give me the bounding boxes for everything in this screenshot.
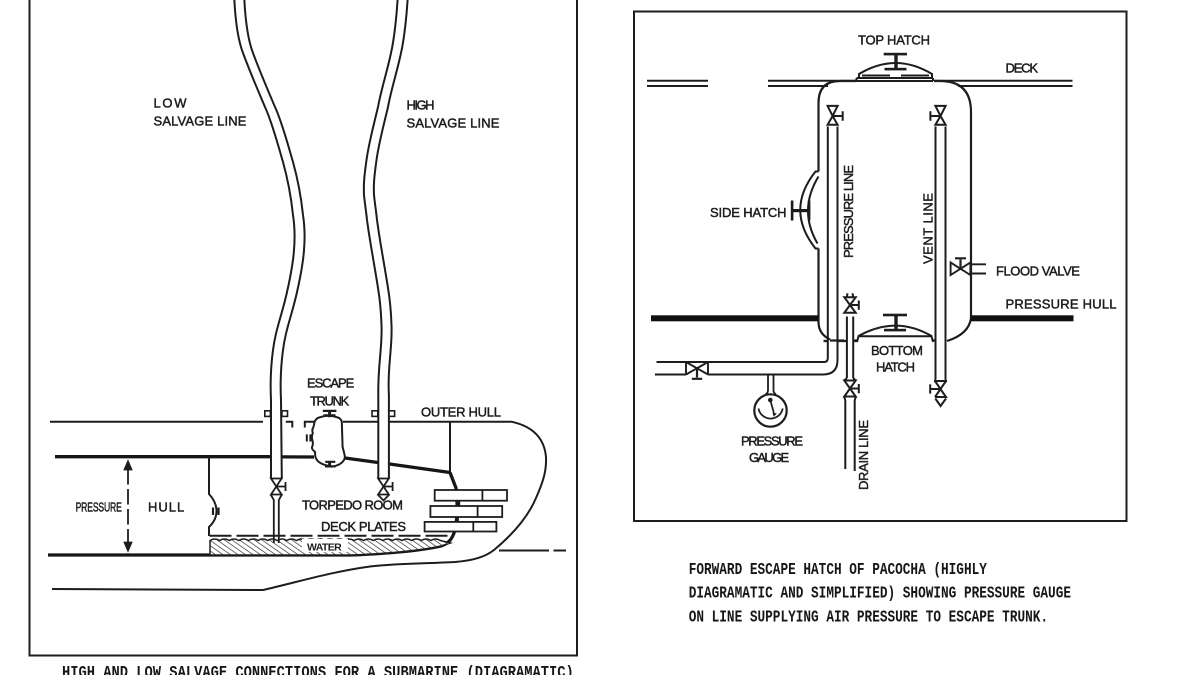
svg-text:PRESSURE: PRESSURE [76, 501, 122, 515]
svg-text:DRAIN LINE: DRAIN LINE [856, 420, 871, 490]
svg-text:BOTTOM: BOTTOM [871, 343, 922, 358]
svg-text:PRESSURE: PRESSURE [741, 434, 803, 449]
svg-text:VENT LINE: VENT LINE [921, 193, 936, 264]
svg-text:ESCAPE: ESCAPE [307, 376, 355, 391]
svg-text:TORPEDO ROOM: TORPEDO ROOM [302, 498, 402, 513]
svg-text:DECK PLATES: DECK PLATES [321, 519, 406, 534]
svg-text:PRESSURE LINE: PRESSURE LINE [841, 165, 856, 258]
svg-text:FORWARD ESCAPE HATCH OF PACOCH: FORWARD ESCAPE HATCH OF PACOCHA (HIGHLY [689, 559, 987, 579]
svg-text:HATCH: HATCH [876, 360, 915, 375]
svg-text:GAUGE: GAUGE [749, 450, 789, 465]
svg-text:DECK: DECK [1006, 61, 1039, 76]
svg-text:TOP HATCH: TOP HATCH [858, 33, 930, 48]
svg-text:LOW: LOW [154, 96, 189, 111]
svg-text:SIDE HATCH: SIDE HATCH [710, 205, 786, 220]
svg-text:FLOOD VALVE: FLOOD VALVE [996, 264, 1080, 279]
svg-text:HIGH AND LOW SALVAGE CONNECTIO: HIGH AND LOW SALVAGE CONNECTIONS FOR A S… [62, 663, 574, 675]
svg-text:OUTER HULL: OUTER HULL [421, 405, 501, 420]
svg-text:TRUNK: TRUNK [310, 394, 350, 409]
svg-text:SALVAGE LINE: SALVAGE LINE [154, 114, 247, 129]
svg-text:HIGH: HIGH [407, 98, 435, 113]
svg-text:PRESSURE HULL: PRESSURE HULL [1006, 297, 1117, 312]
svg-text:WATER: WATER [307, 542, 342, 554]
svg-text:ON LINE SUPPLYING AIR PRESSURE: ON LINE SUPPLYING AIR PRESSURE TO ESCAPE… [689, 607, 1048, 627]
svg-text:SALVAGE LINE: SALVAGE LINE [407, 116, 500, 131]
svg-text:DIAGRAMATIC AND SIMPLIFIED) SH: DIAGRAMATIC AND SIMPLIFIED) SHOWING PRES… [689, 583, 1071, 603]
svg-text:HULL: HULL [148, 500, 185, 515]
